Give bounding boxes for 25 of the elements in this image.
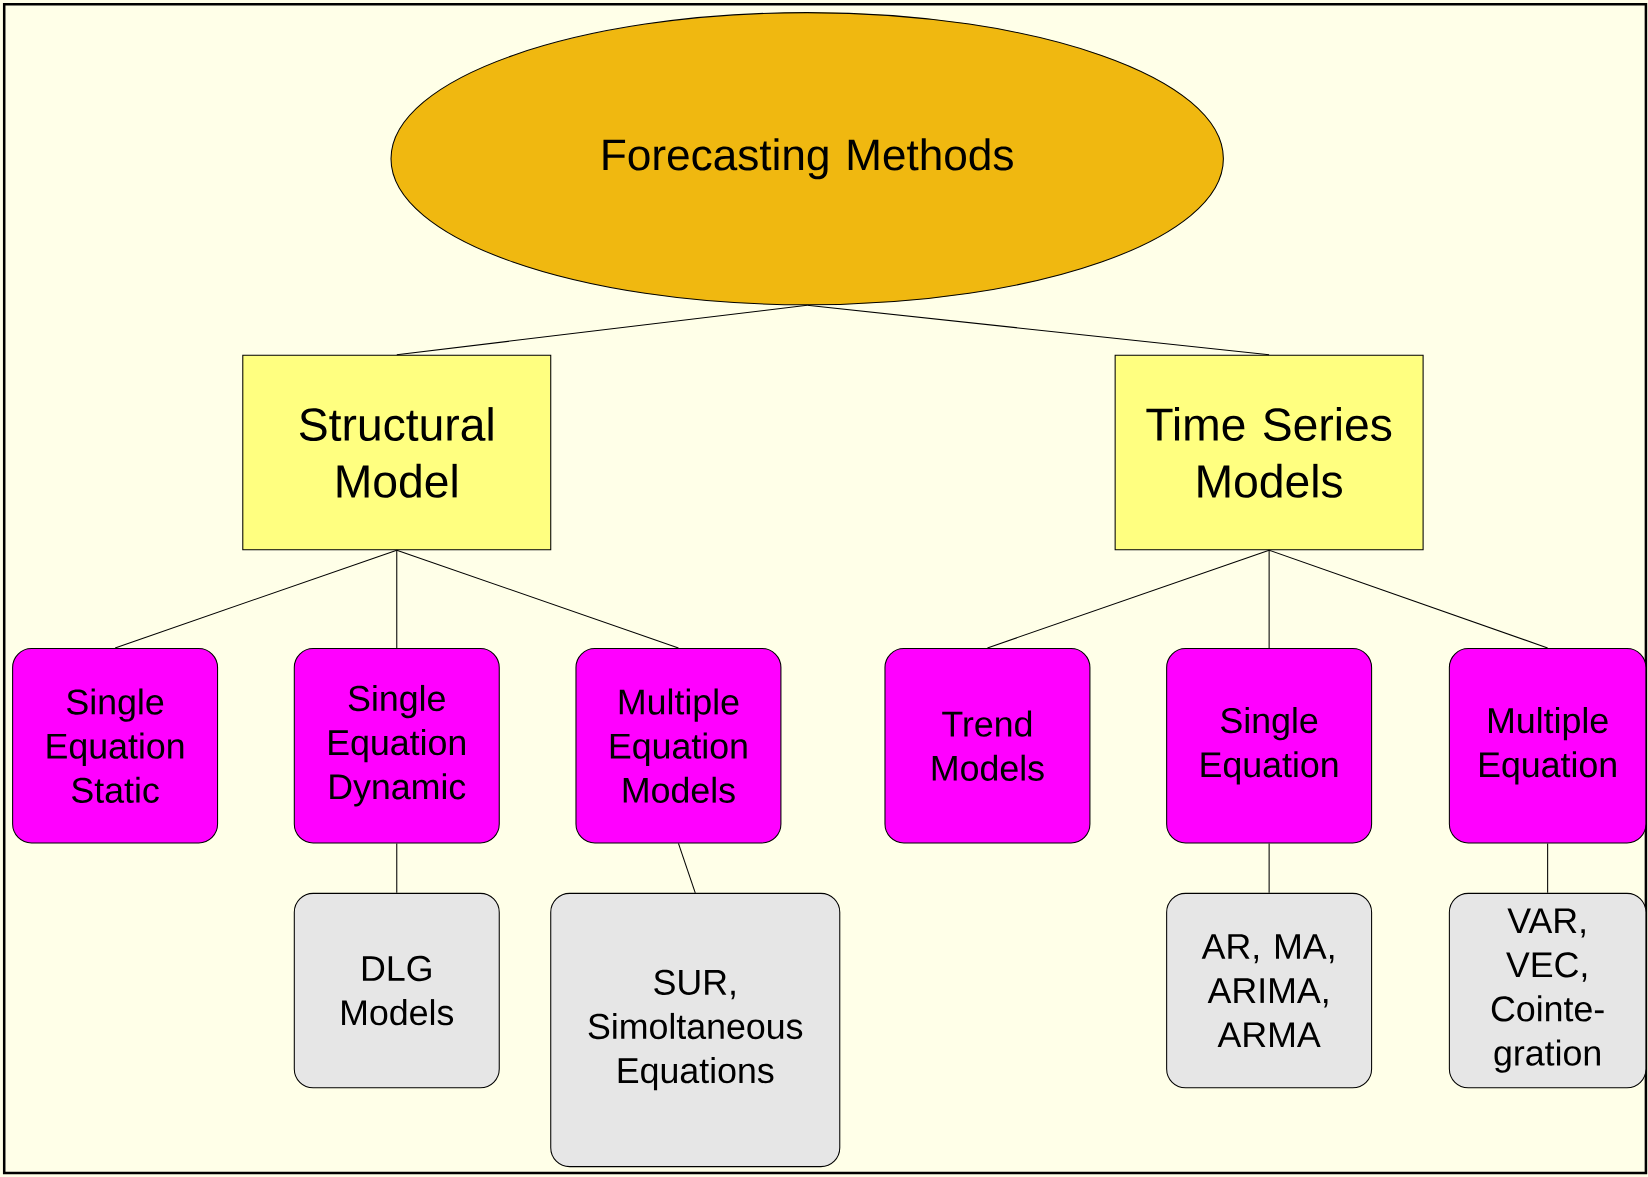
- connector-line: [396, 549, 679, 649]
- connector-line: [1268, 549, 1549, 649]
- connector-line: [396, 842, 398, 894]
- model-box: VAR, VEC, Cointe-gration: [1448, 892, 1647, 1089]
- method-box: Multiple Equation Models: [575, 647, 782, 844]
- connector-line: [806, 304, 1270, 356]
- oval-node: Forecasting Methods: [390, 12, 1224, 306]
- method-box: Single Equation Dynamic: [293, 647, 500, 844]
- category-box: Structural Model: [242, 354, 552, 551]
- connector-line: [1547, 842, 1549, 894]
- connector-line: [986, 549, 1270, 649]
- connector-line: [396, 549, 398, 649]
- model-box: DLG Models: [293, 892, 500, 1089]
- connector-line: [1268, 549, 1270, 649]
- method-box: Single Equation Static: [12, 647, 219, 844]
- connector-line: [1268, 842, 1270, 894]
- connector-line: [396, 304, 808, 356]
- category-box: Time Series Models: [1114, 354, 1424, 551]
- connector-line: [677, 842, 696, 894]
- method-box: Multiple Equation: [1448, 647, 1647, 844]
- method-box: Single Equation: [1166, 647, 1373, 844]
- model-box: AR, MA, ARIMA, ARMA: [1166, 892, 1373, 1089]
- model-box: SUR, Simoltaneous Equations: [550, 892, 841, 1168]
- method-box: Trend Models: [884, 647, 1091, 844]
- connector-line: [114, 549, 398, 649]
